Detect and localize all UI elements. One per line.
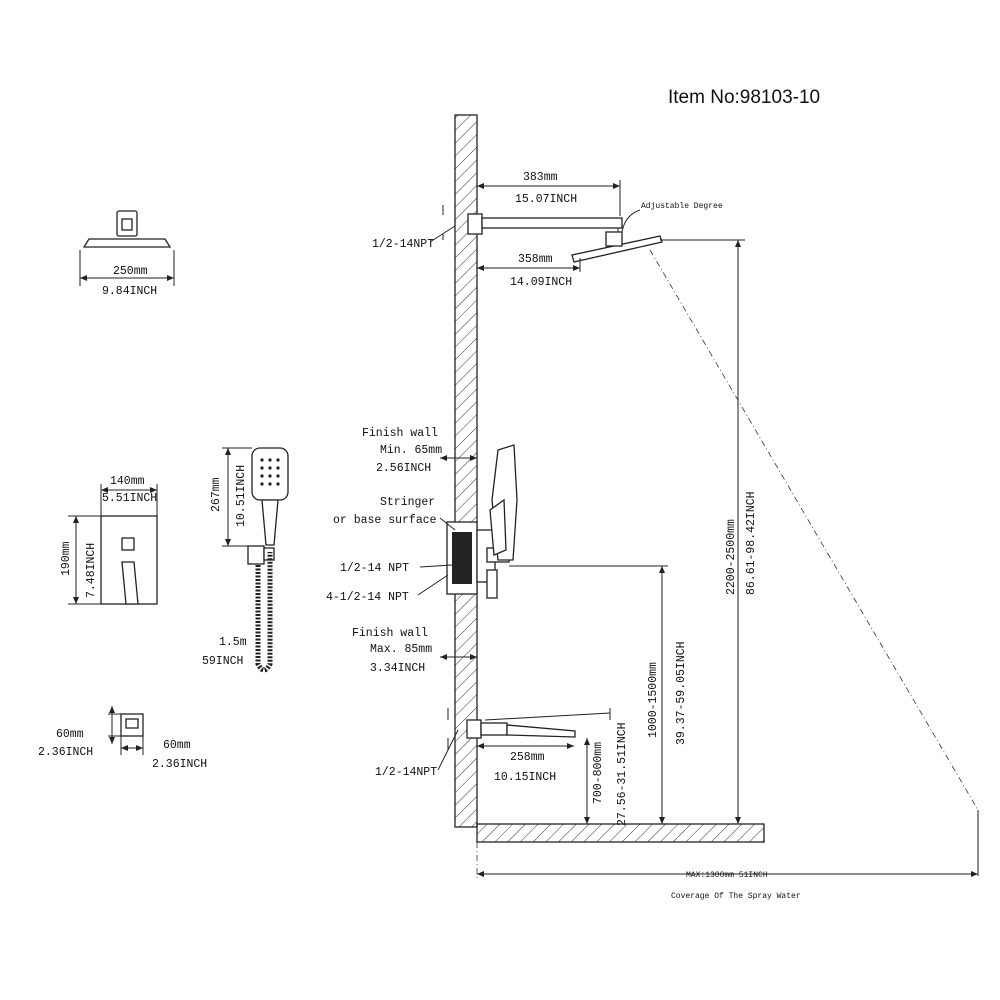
finish-wall-max-line2: Max. 85mm bbox=[370, 643, 432, 656]
spray-coverage-line bbox=[649, 249, 979, 811]
arm-bottom-inch: 14.09INCH bbox=[510, 276, 572, 289]
rain-shower-head bbox=[571, 231, 663, 263]
shower-head-mm: 250mm bbox=[113, 265, 148, 278]
outlet-height-mm: 60mm bbox=[56, 728, 84, 741]
valve-plate-height-inch: 7.48INCH bbox=[85, 543, 98, 598]
spout-height-inch: 27.56-31.51INCH bbox=[616, 722, 629, 826]
outlet-height-inch: 2.36INCH bbox=[38, 746, 93, 759]
floor bbox=[476, 823, 765, 843]
valve-plate-width-mm: 140mm bbox=[110, 475, 145, 488]
spout-mm: 258mm bbox=[510, 751, 545, 764]
arm-npt-label: 1/2-14NPT bbox=[372, 238, 434, 251]
adjustable-degree-label: Adjustable Degree bbox=[641, 202, 723, 211]
shower-head-inch: 9.84INCH bbox=[102, 285, 157, 298]
valve-height-mm: 1000-1500mm bbox=[647, 662, 660, 738]
tub-spout bbox=[466, 719, 576, 739]
valve-trim-plate bbox=[100, 515, 158, 605]
valve-plate-height-mm: 190mm bbox=[60, 541, 73, 576]
hand-shower-hose bbox=[255, 552, 273, 673]
arm-top-mm: 383mm bbox=[523, 171, 558, 184]
spray-coverage-label: Coverage Of The Spray Water bbox=[671, 892, 801, 901]
finish-wall-max-line1: Finish wall bbox=[352, 627, 428, 640]
spout-npt-label: 1/2-14NPT bbox=[375, 766, 437, 779]
hose-length-inch: 59INCH bbox=[202, 655, 243, 668]
finish-wall-min-line1: Finish wall bbox=[362, 427, 438, 440]
valve-plate-width-inch: 5.51INCH bbox=[102, 492, 157, 505]
stringer-line1: Stringer bbox=[380, 496, 435, 509]
hand-shower bbox=[247, 447, 289, 565]
shower-head-top-view bbox=[82, 210, 172, 248]
arm-bottom-mm: 358mm bbox=[518, 253, 553, 266]
valve-npt-label: 1/2-14 NPT bbox=[340, 562, 409, 575]
head-height-inch: 86.61-98.42INCH bbox=[745, 491, 758, 595]
spout-inch: 10.15INCH bbox=[494, 771, 556, 784]
valve-4-npt-label: 4-1/2-14 NPT bbox=[326, 591, 409, 604]
adjustable-degree-leader bbox=[621, 209, 641, 233]
valve-handle bbox=[489, 444, 518, 561]
wall bbox=[454, 114, 478, 828]
outlet-plate bbox=[120, 713, 144, 737]
arm-top-inch: 15.07INCH bbox=[515, 193, 577, 206]
shower-arm bbox=[467, 213, 623, 240]
stringer-line2: or base surface bbox=[333, 514, 437, 527]
finish-wall-max-line3: 3.34INCH bbox=[370, 662, 425, 675]
item-number: Item No:98103-10 bbox=[668, 87, 820, 108]
finish-wall-min-line2: Min. 65mm bbox=[380, 444, 442, 457]
finish-wall-min-line3: 2.56INCH bbox=[376, 462, 431, 475]
outlet-width-mm: 60mm bbox=[163, 739, 191, 752]
hand-shower-length-mm: 267mm bbox=[210, 477, 223, 512]
spout-height-mm: 700-800mm bbox=[592, 742, 605, 804]
spray-max-label: MAX:1300mm 51INCH bbox=[686, 871, 768, 880]
outlet-width-inch: 2.36INCH bbox=[152, 758, 207, 771]
valve-body bbox=[446, 521, 510, 599]
hand-shower-length-inch: 10.51INCH bbox=[235, 465, 248, 527]
hose-length-m: 1.5m bbox=[219, 636, 247, 649]
valve-height-inch: 39.37-59.05INCH bbox=[675, 641, 688, 745]
head-height-mm: 2200-2500mm bbox=[725, 519, 738, 595]
